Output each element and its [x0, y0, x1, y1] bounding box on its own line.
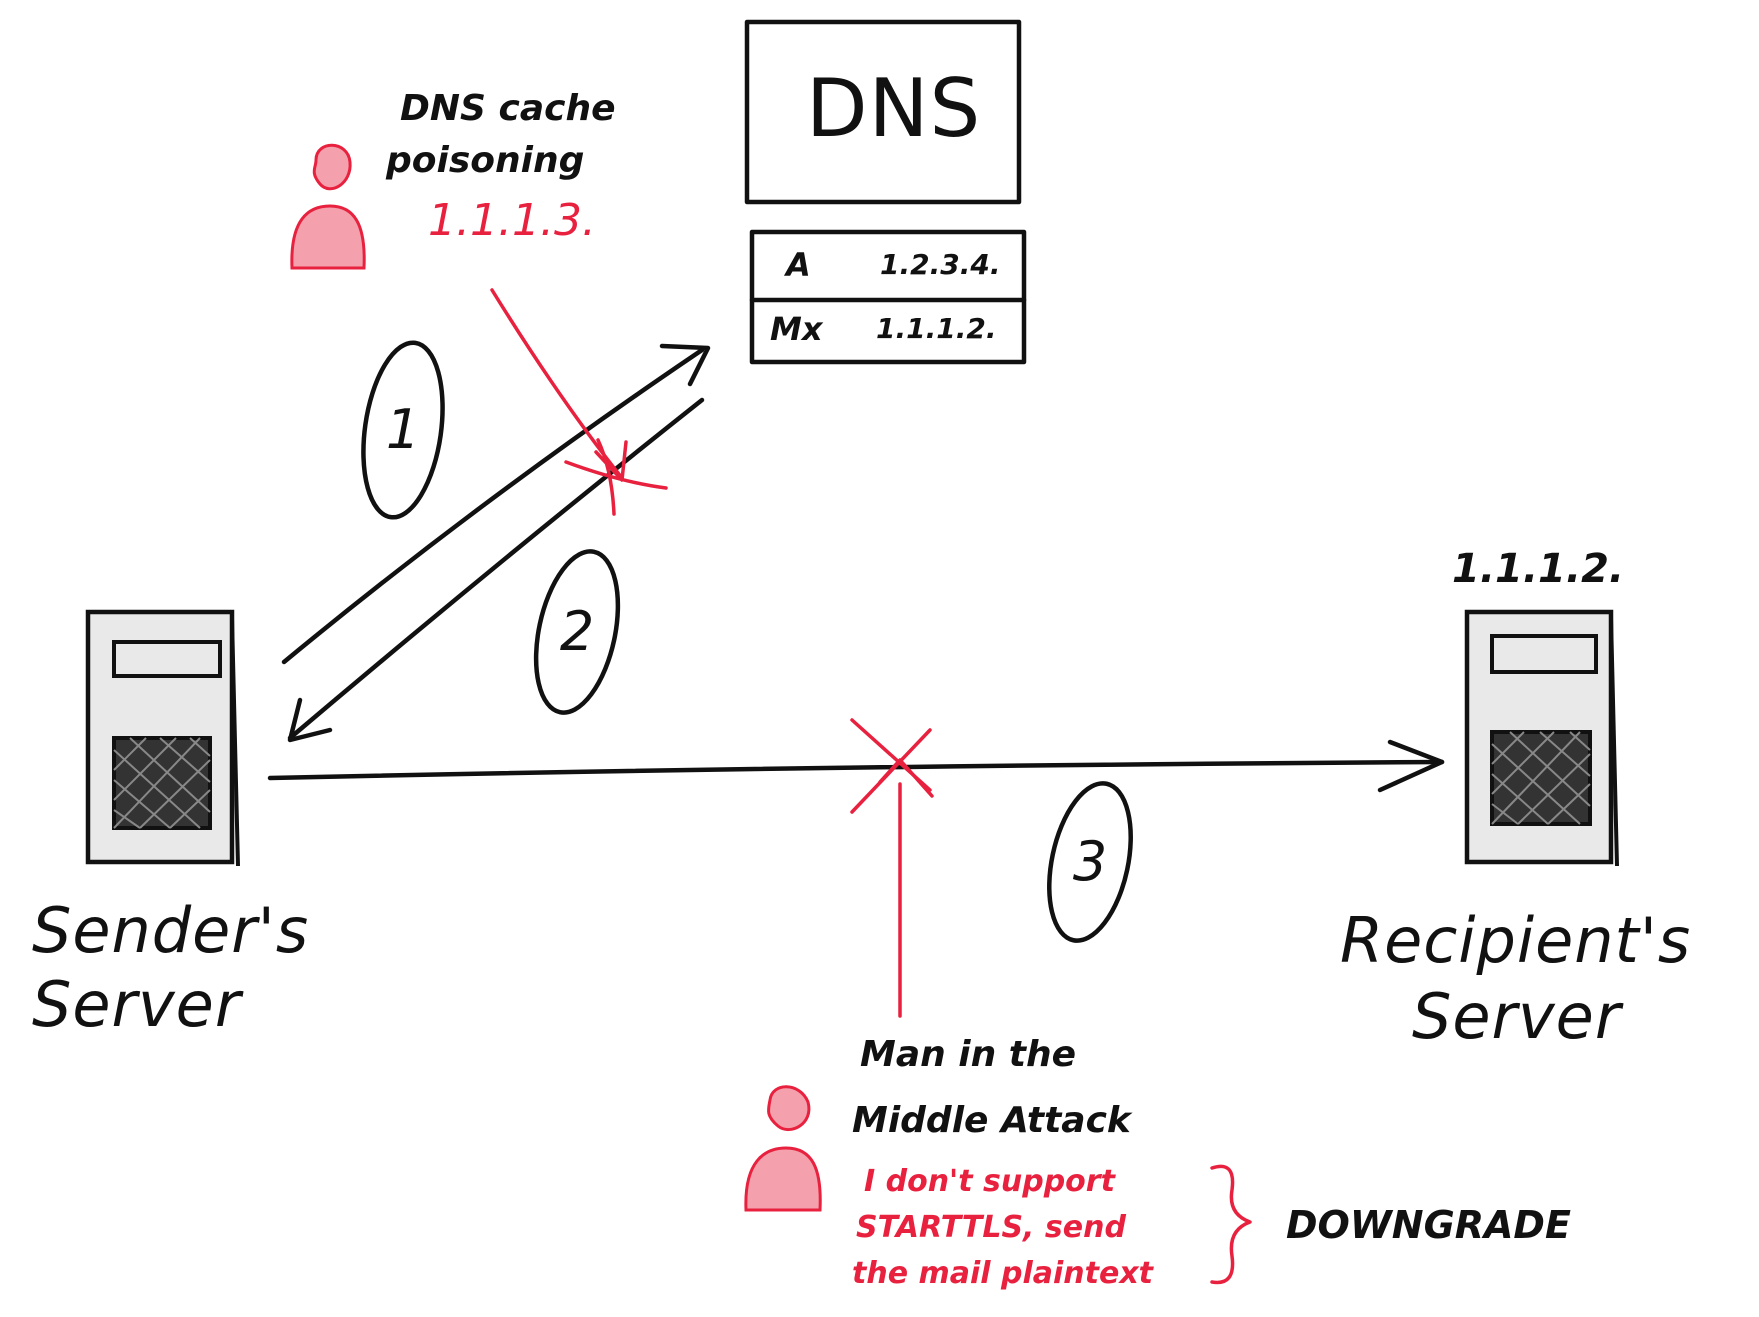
- attacker-dns-icon: [290, 143, 366, 270]
- mitm-line1: Man in the: [860, 1034, 1077, 1075]
- poisoning-cross: [564, 438, 668, 516]
- dns-record-type-mx: Mx: [770, 310, 823, 348]
- step-1-label: 1: [385, 398, 421, 461]
- mitm-quote-line1: I don't support: [864, 1164, 1115, 1199]
- attacker-mitm-icon: [744, 1085, 822, 1212]
- mitm-line2: Middle Attack: [852, 1100, 1131, 1141]
- dns-title: DNS: [806, 62, 982, 155]
- downgrade-brace: [1210, 1164, 1252, 1285]
- arrow-query-dns-head: [659, 343, 711, 387]
- dns-poisoning-fake-ip: 1.1.1.3.: [428, 195, 596, 246]
- step-2-label: 2: [559, 600, 595, 663]
- step-1-circle: [361, 340, 445, 520]
- dns-box: [744, 19, 1022, 205]
- sender-label-line1: Sender's: [32, 894, 310, 967]
- dns-record-value-a: 1.2.3.4.: [880, 248, 1001, 281]
- dns-record-value-mx: 1.1.1.2.: [876, 312, 997, 345]
- arrow-dns-response-head: [287, 697, 333, 743]
- dns-record-table: [749, 229, 1027, 365]
- mitm-quote-line3: the mail plaintext: [852, 1256, 1154, 1291]
- recipient-label-line1: Recipient's: [1340, 904, 1692, 977]
- recipient-server-icon: [1464, 609, 1619, 867]
- dns-record-type-a: A: [786, 246, 811, 284]
- arrow-send-mail-head: [1377, 739, 1445, 793]
- sender-server-icon: [85, 609, 240, 867]
- dns-poisoning-line2: poisoning: [386, 140, 585, 181]
- arrow-send-mail: [267, 759, 1445, 781]
- mitm-quote-line2: STARTTLS, send: [856, 1210, 1126, 1245]
- arrow-dns-response: [287, 397, 705, 741]
- recipient-label-line2: Server: [1412, 980, 1622, 1053]
- arrow-query-dns: [281, 347, 705, 665]
- step-3-circle: [1047, 781, 1133, 943]
- step-2-circle: [533, 549, 621, 715]
- dns-poisoning-line1: DNS cache: [400, 88, 616, 129]
- step-3-label: 3: [1072, 830, 1108, 893]
- recipient-ip: 1.1.1.2.: [1452, 546, 1625, 592]
- mitm-cross: [850, 718, 932, 814]
- sender-label-line2: Server: [32, 968, 242, 1041]
- downgrade-label: DOWNGRADE: [1286, 1203, 1571, 1247]
